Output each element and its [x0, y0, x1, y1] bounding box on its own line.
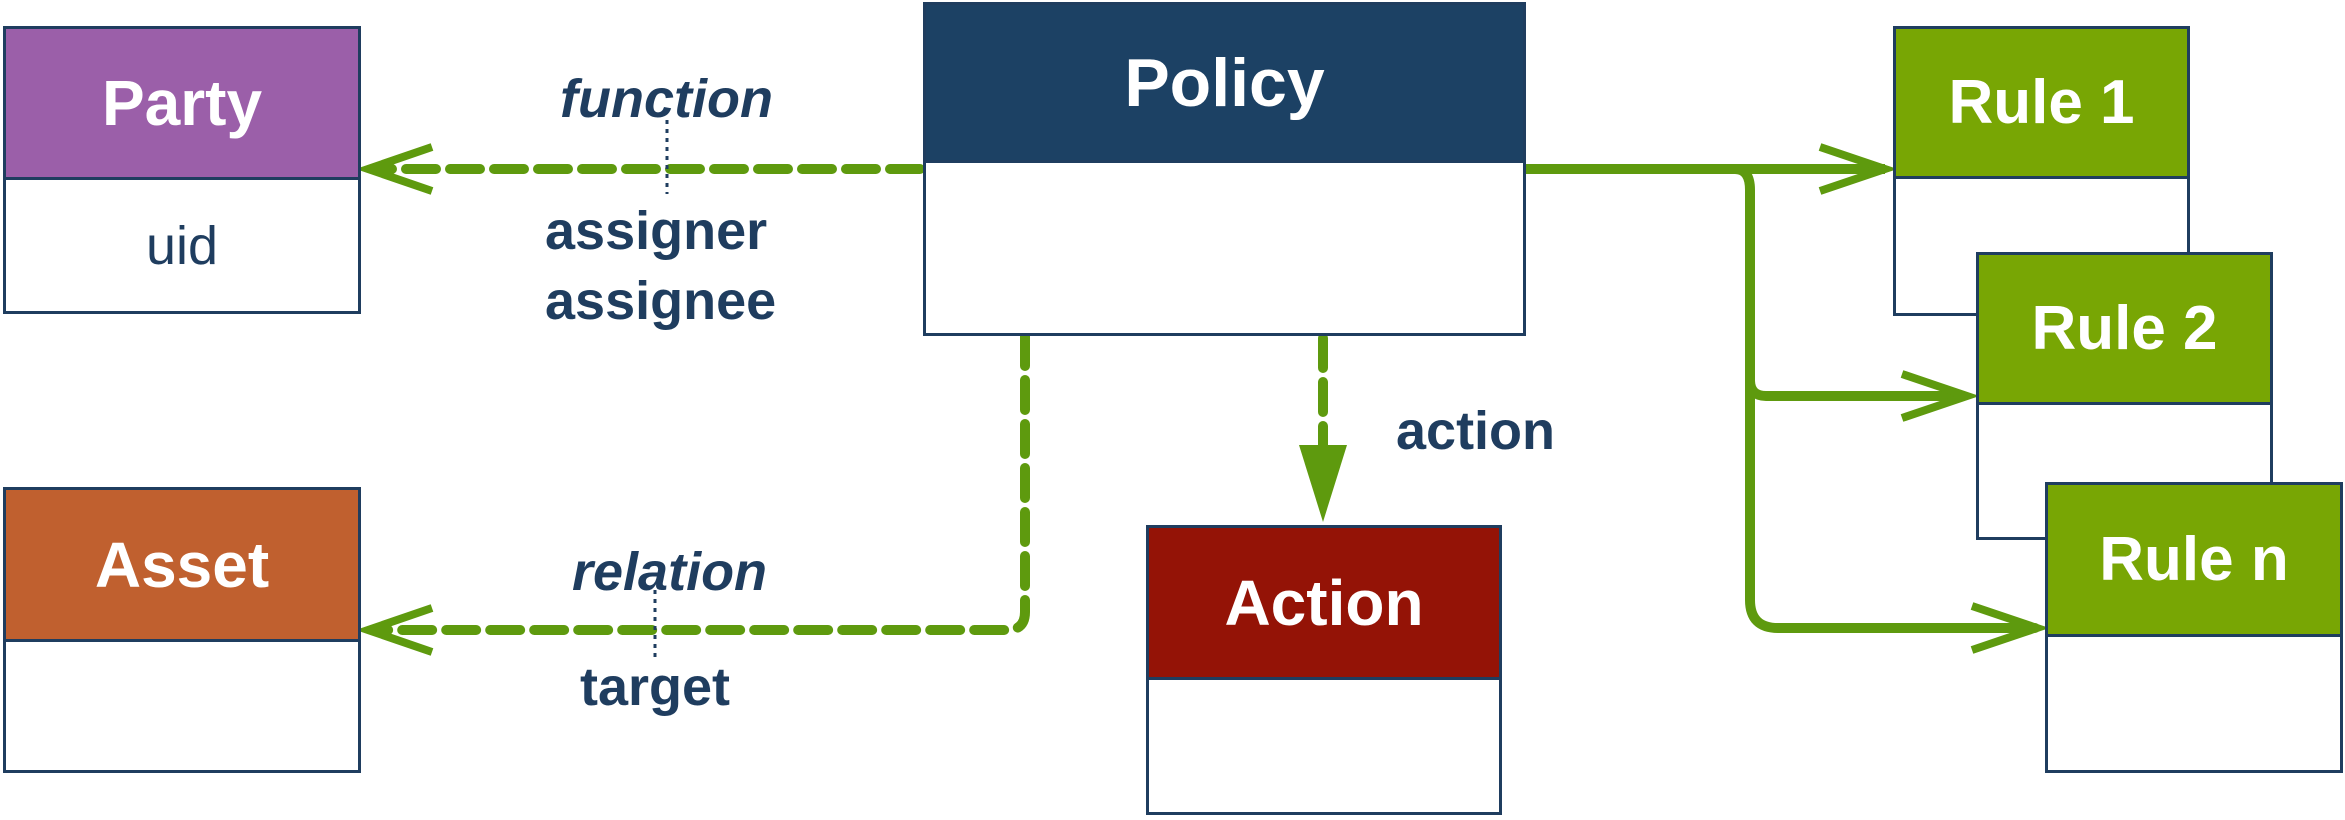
action-class-body	[1149, 680, 1499, 812]
asset-class-box[interactable]: Asset	[3, 487, 361, 773]
policy-class-title: Policy	[926, 5, 1523, 163]
asset-class-title: Asset	[6, 490, 358, 642]
assignee-role-label: assignee	[545, 271, 777, 331]
party-uid-attribute: uid	[145, 215, 219, 276]
action-edge-label: action	[1396, 401, 1556, 461]
party-class-box[interactable]: Party uid	[3, 26, 361, 314]
function-qualifier-label: function	[560, 69, 773, 129]
action-class-title: Action	[1149, 528, 1499, 680]
policy-to-action-connector	[1299, 333, 1347, 522]
assigner-role-label: assigner	[545, 201, 768, 261]
action-class-box[interactable]: Action	[1146, 525, 1502, 815]
policy-to-rules-connector	[1520, 143, 2050, 654]
party-class-title: Party	[6, 29, 358, 180]
relation-qualifier-label: relation	[572, 542, 768, 602]
target-role-label: target	[580, 657, 731, 717]
policy-class-box[interactable]: Policy	[923, 2, 1526, 336]
rule-1-title: Rule 1	[1896, 29, 2187, 179]
policy-class-body	[926, 163, 1523, 333]
rule-n-title: Rule n	[2048, 485, 2340, 637]
policy-to-asset-connector	[355, 331, 1030, 656]
rule-2-title: Rule 2	[1979, 255, 2270, 405]
policy-to-party-connector	[355, 143, 925, 195]
asset-class-body	[6, 642, 358, 770]
rule-n-box[interactable]: Rule n	[2045, 482, 2343, 773]
